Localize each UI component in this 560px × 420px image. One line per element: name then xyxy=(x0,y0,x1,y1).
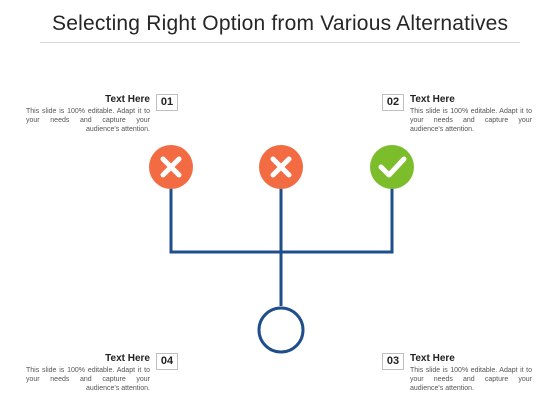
option-3 xyxy=(370,145,414,189)
text-block-03: Text Here This slide is 100% editable. A… xyxy=(410,353,532,393)
cross-icon xyxy=(160,156,182,178)
cross-icon xyxy=(270,156,292,178)
number-badge-02: 02 xyxy=(382,94,404,111)
connector-lines xyxy=(169,188,394,306)
text-block-04: Text Here This slide is 100% editable. A… xyxy=(0,353,150,393)
page-title: Selecting Right Option from Various Alte… xyxy=(52,12,509,35)
result-circle xyxy=(257,306,305,354)
text-block-heading: Text Here xyxy=(410,94,455,105)
text-block-heading: Text Here xyxy=(410,353,455,364)
number-badge-04: 04 xyxy=(156,353,178,370)
option-circle xyxy=(370,145,414,189)
text-block-heading: Text Here xyxy=(105,353,150,364)
number-badge-03: 03 xyxy=(382,353,404,370)
text-block-body: This slide is 100% editable. Adapt it to… xyxy=(26,367,150,392)
option-1 xyxy=(149,145,193,189)
text-block-body: This slide is 100% editable. Adapt it to… xyxy=(410,108,532,133)
text-block-body: This slide is 100% editable. Adapt it to… xyxy=(410,367,532,392)
text-block-01: Text Here This slide is 100% editable. A… xyxy=(0,94,150,134)
option-2 xyxy=(259,145,303,189)
title-divider xyxy=(40,42,520,43)
text-block-body: This slide is 100% editable. Adapt it to… xyxy=(26,108,150,133)
text-block-02: Text Here This slide is 100% editable. A… xyxy=(410,94,532,134)
number-badge-01: 01 xyxy=(156,94,178,111)
check-icon xyxy=(378,156,407,178)
text-block-heading: Text Here xyxy=(105,94,150,105)
